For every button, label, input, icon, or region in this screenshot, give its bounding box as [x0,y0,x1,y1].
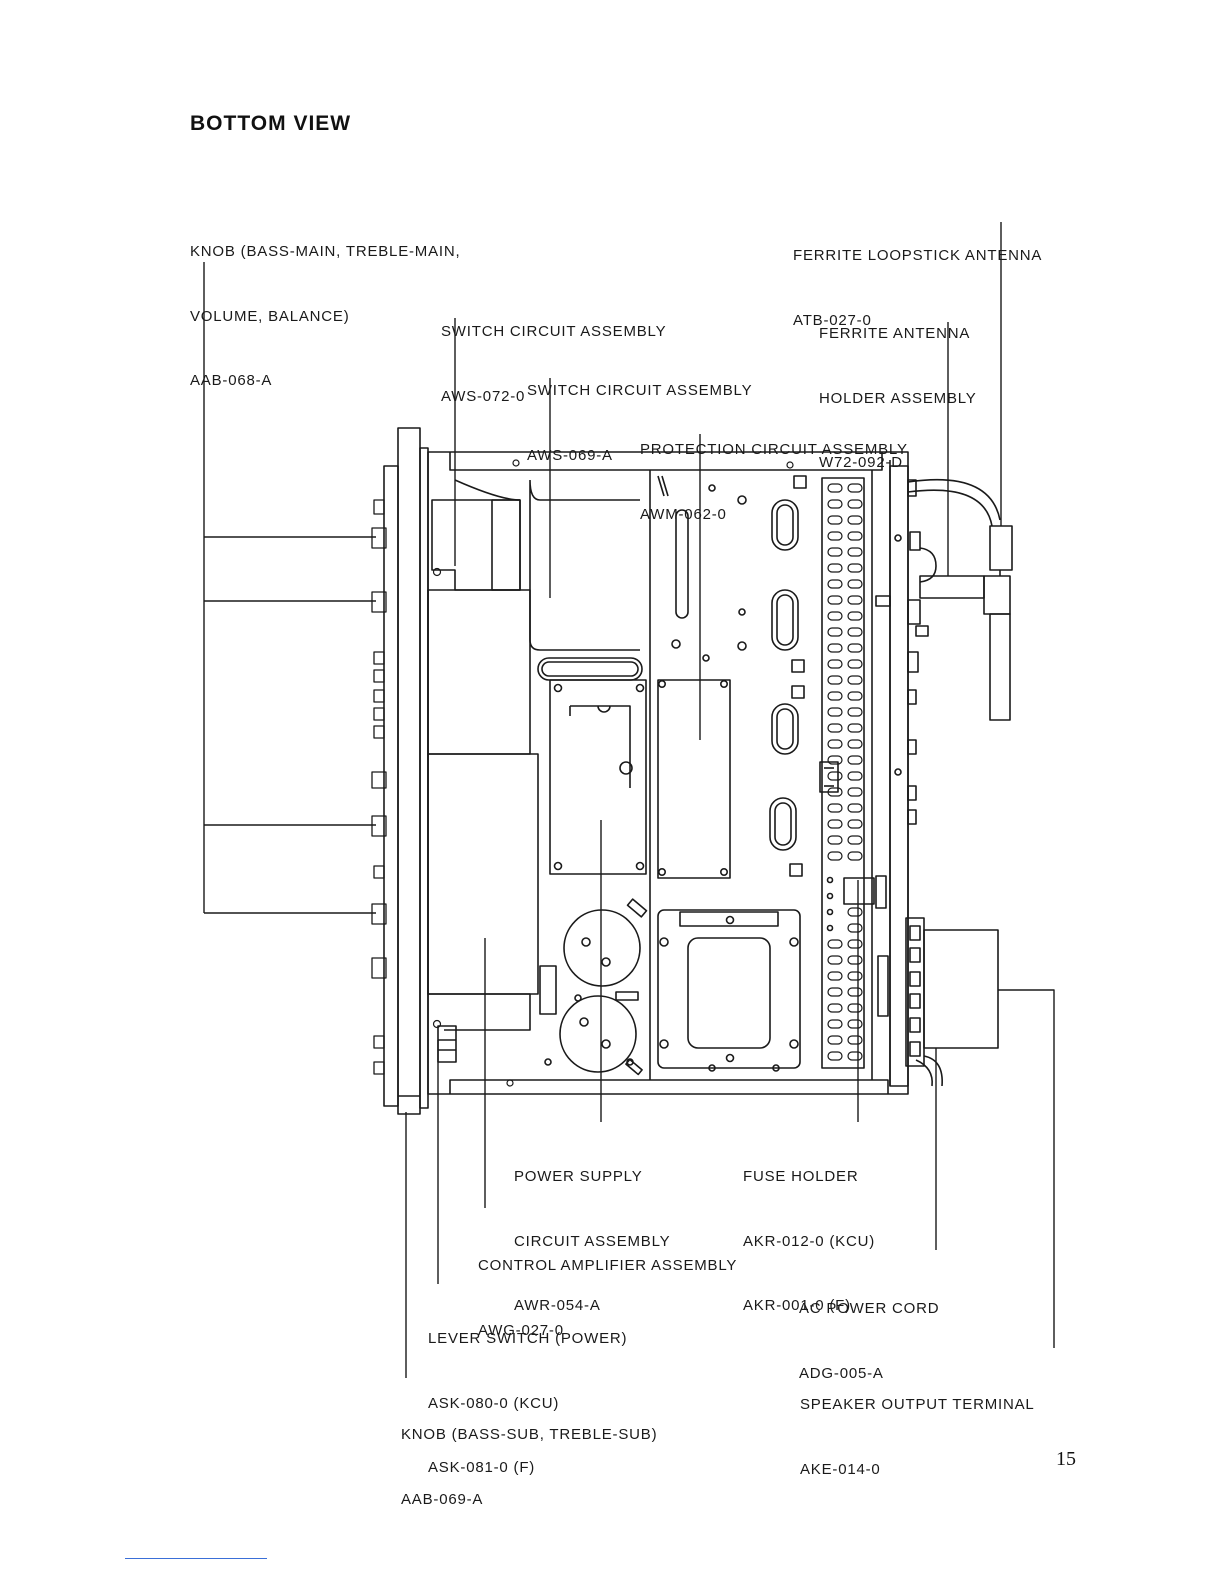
label-switch-069-line2: AWS-069-A [527,446,613,464]
label-switch-069: SWITCH CIRCUIT ASSEMBLY AWS-069-A [527,337,752,509]
front-knobs [371,499,387,1075]
label-switch-072: SWITCH CIRCUIT ASSEMBLY AWS-072-0 [441,278,666,450]
protection-board [657,475,747,879]
label-speaker-terminal: SPEAKER OUTPUT TERMINAL AKE-014-0 [800,1351,1035,1523]
power-supply-region [537,657,648,1076]
label-speaker-terminal-line1: SPEAKER OUTPUT TERMINAL [800,1396,1035,1413]
ferrite-antenna [907,478,1013,721]
label-power-supply-line2: CIRCUIT ASSEMBLY [514,1232,671,1250]
label-protection: PROTECTION CIRCUIT ASSEMBLY AWM-062-0 [640,396,908,568]
label-power-supply-line1: POWER SUPPLY [514,1168,643,1185]
label-knob-main-line2: VOLUME, BALANCE) [190,307,350,325]
label-ferrite-holder-line2: HOLDER ASSEMBLY [819,389,977,407]
label-ferrite-holder-line1: FERRITE ANTENNA [819,325,971,342]
label-knob-sub-line1: KNOB (BASS-SUB, TREBLE-SUB) [401,1426,658,1443]
oval-holes [769,475,807,877]
label-fuse-holder-line2: AKR-012-0 (KCU) [743,1232,876,1250]
transformer [657,909,801,1072]
label-lever-switch-line1: LEVER SWITCH (POWER) [428,1330,628,1347]
label-protection-line1: PROTECTION CIRCUIT ASSEMBLY [640,441,908,458]
leader-lines [203,222,1055,1378]
footer-rule [125,1558,267,1559]
label-knob-sub: KNOB (BASS-SUB, TREBLE-SUB) AAB-069-A [401,1381,657,1553]
label-fuse-holder: FUSE HOLDER AKR-012-0 (KCU) AKR-001-0 (F… [743,1123,875,1360]
label-fuse-holder-line3: AKR-001-0 (F) [743,1297,851,1314]
label-ac-cord-line1: AC POWER CORD [799,1300,940,1317]
page-number: 15 [1056,1448,1076,1470]
label-lever-switch-line2: ASK-080-0 (KCU) [428,1394,560,1412]
label-lever-switch: LEVER SWITCH (POWER) ASK-080-0 (KCU) ASK… [428,1285,627,1522]
label-knob-main-line3: AAB-068-A [190,372,273,389]
label-speaker-terminal-line2: AKE-014-0 [800,1460,881,1478]
label-knob-main: KNOB (BASS-MAIN, TREBLE-MAIN, VOLUME, BA… [190,198,460,435]
label-ac-cord: AC POWER CORD ADG-005-A [799,1255,939,1427]
label-power-supply-line3: AWR-054-A [514,1297,601,1314]
label-control-amp-line1: CONTROL AMPLIFIER ASSEMBLY [478,1257,738,1274]
label-ferrite-loopstick: FERRITE LOOPSTICK ANTENNA ATB-027-0 [793,202,1042,374]
heat-sink [819,477,875,1069]
page-title: BOTTOM VIEW [190,112,352,135]
label-control-amp: CONTROL AMPLIFIER ASSEMBLY AWG-027-0 [478,1212,737,1384]
label-knob-main-line1: KNOB (BASS-MAIN, TREBLE-MAIN, [190,243,461,260]
label-switch-069-line1: SWITCH CIRCUIT ASSEMBLY [527,382,753,399]
label-ac-cord-line2: ADG-005-A [799,1364,884,1382]
label-ferrite-loopstick-line2: ATB-027-0 [793,311,872,329]
label-power-supply: POWER SUPPLY CIRCUIT ASSEMBLY AWR-054-A [514,1123,670,1360]
label-protection-line2: AWM-062-0 [640,505,727,523]
label-control-amp-line2: AWG-027-0 [478,1321,564,1339]
label-ferrite-holder: FERRITE ANTENNA HOLDER ASSEMBLY W72-092-… [819,280,977,517]
label-lever-switch-line3: ASK-081-0 (F) [428,1459,536,1476]
control-amplifier [427,589,539,1063]
rear-panel [875,465,999,1087]
label-ferrite-holder-line3: W72-092-D [819,454,903,471]
front-panel [383,427,429,1115]
label-ferrite-loopstick-line1: FERRITE LOOPSTICK ANTENNA [793,247,1043,264]
label-fuse-holder-line1: FUSE HOLDER [743,1168,859,1185]
label-switch-072-line1: SWITCH CIRCUIT ASSEMBLY [441,323,667,340]
label-knob-sub-line2: AAB-069-A [401,1490,484,1508]
label-switch-072-line2: AWS-072-0 [441,387,526,405]
